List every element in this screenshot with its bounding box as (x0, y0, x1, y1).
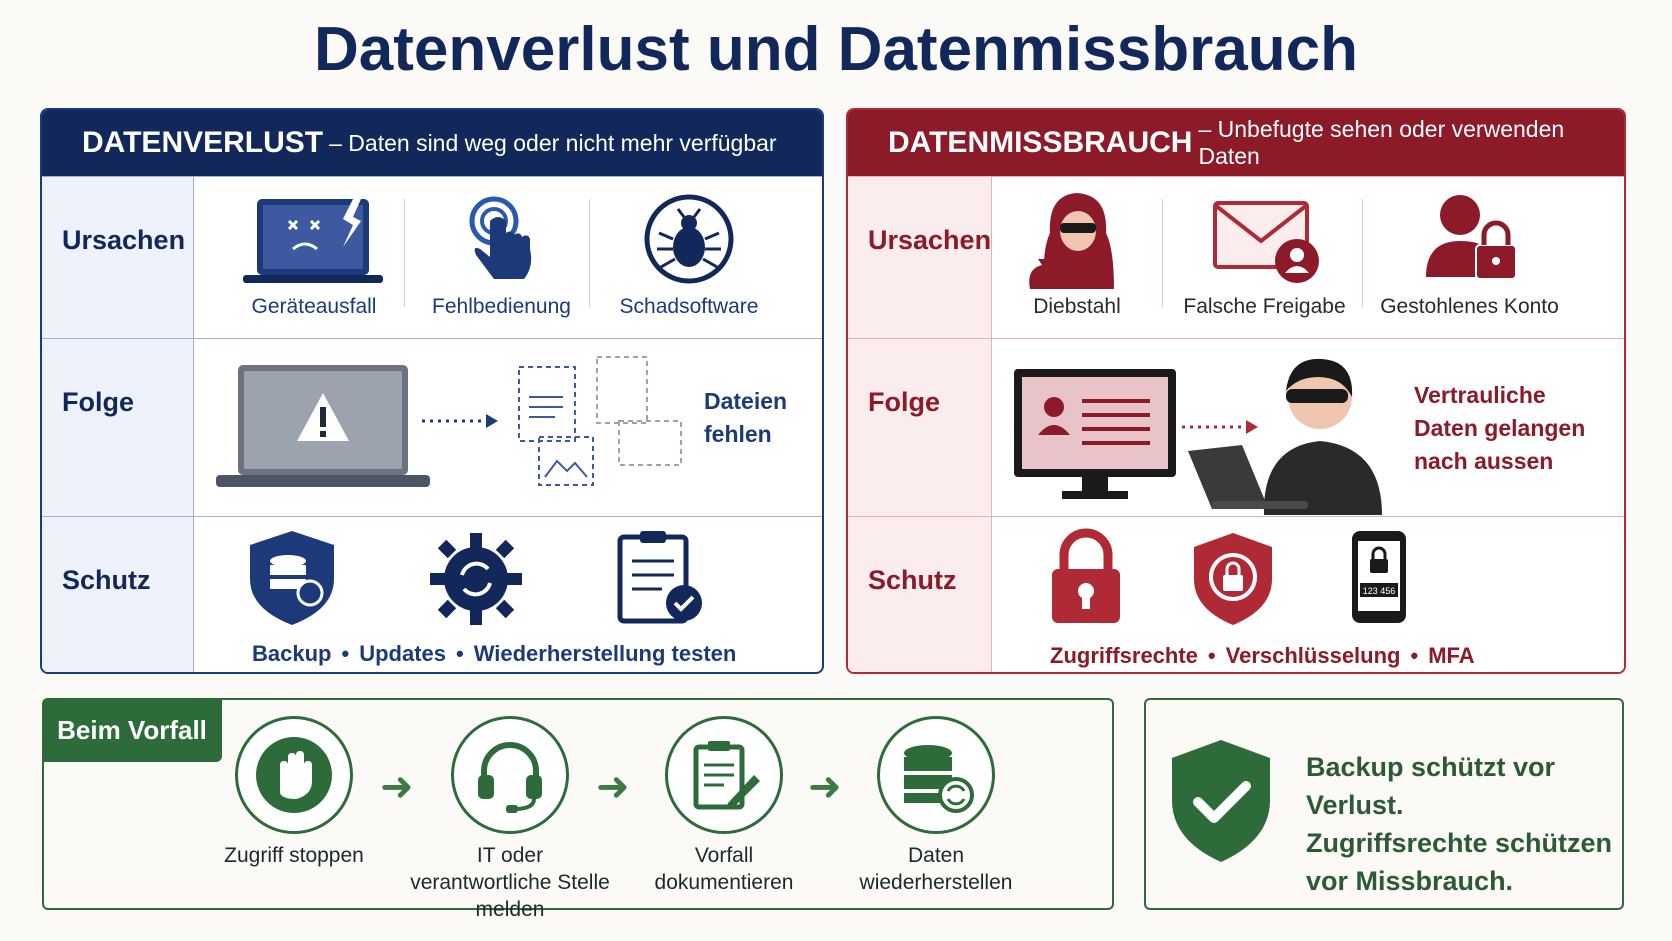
checklist-icon (617, 531, 702, 624)
touch-hand-icon (469, 196, 531, 279)
step-label: Daten (907, 844, 965, 867)
datenverlust-folge-row: Folge (42, 338, 822, 516)
headset-icon (478, 742, 542, 813)
folge-description: Vertrauliche Daten gelangen nach aussen (1414, 382, 1586, 474)
row-label-schutz: Schutz (848, 517, 992, 672)
cause-malware: Schadsoftware (599, 177, 779, 338)
folge-description: Dateien fehlen (704, 388, 788, 447)
datenmissbrauch-schutz-row: Schutz 123 456 (848, 516, 1624, 672)
cause-label: Schadsoftware (619, 295, 759, 318)
schutz-measures: Backup•Updates•Wiederherstellung testen (252, 641, 737, 666)
user-lock-icon (1425, 195, 1517, 280)
datenverlust-panel: DATENVERLUST – Daten sind weg oder nicht… (40, 108, 824, 674)
datenmissbrauch-folge-row: Folge (848, 338, 1624, 516)
thief-icon (1029, 193, 1114, 289)
arrow-right-icon: ➜ (596, 765, 630, 809)
cause-stolen-account: Gestohlenes Konto (1367, 177, 1572, 338)
bug-icon (644, 194, 734, 284)
dotted-arrow-icon (1182, 420, 1258, 434)
schutz-measures: Zugriffsrechte•Verschlüsselung•MFA (1050, 643, 1475, 668)
step-label: IT oder (476, 844, 544, 867)
summary-text: Backup schützt vor Verlust. Zugriffsrech… (1306, 752, 1613, 896)
warning-laptop-icon (216, 365, 430, 487)
row-label-schutz: Schutz (42, 517, 194, 672)
dotted-arrow-icon (422, 414, 498, 428)
cause-device-failure: Geräteausfall (224, 177, 404, 338)
step-label: verantwortliche Stelle melden (410, 871, 610, 921)
datenverlust-subheading: – Daten sind weg oder nicht mehr verfügb… (329, 129, 777, 156)
cause-misuse: Fehlbedienung (414, 177, 589, 338)
row-label-folge: Folge (848, 339, 992, 516)
row-label-folge: Folge (42, 339, 194, 516)
encryption-shield-icon (1194, 533, 1272, 625)
mfa-code: 123 456 (1363, 586, 1396, 596)
step-report: IT oder verantwortliche Stelle melden (390, 716, 630, 923)
update-gear-icon (430, 533, 522, 625)
datenverlust-ursachen-row: Ursachen Geräteausfall (42, 176, 822, 338)
database-restore-icon (904, 745, 974, 813)
datenmissbrauch-heading: DATENMISSBRAUCH (888, 126, 1193, 159)
clipboard-pen-icon (693, 741, 760, 810)
missing-files-icon (518, 356, 682, 486)
cause-label: Fehlbedienung (432, 295, 571, 318)
cause-label: Diebstahl (1033, 295, 1121, 318)
datenmissbrauch-subheading: – Unbefugte sehen oder verwenden Daten (1198, 116, 1565, 169)
vorfall-tag: Beim Vorfall (42, 698, 222, 762)
mfa-phone-icon: 123 456 (1352, 531, 1406, 623)
summary-panel: Backup schützt vor Verlust. Zugriffsrech… (1144, 698, 1624, 910)
hacker-laptop-icon (1188, 358, 1382, 515)
mail-user-icon (1212, 201, 1319, 283)
page-title: Datenverlust und Datenmissbrauch (314, 15, 1358, 84)
row-label-ursachen: Ursachen (42, 177, 194, 338)
check-shield-icon (1172, 740, 1270, 862)
broken-laptop-icon (243, 199, 383, 283)
vorfall-panel: Beim Vorfall Zugriff stoppen ➜ IT oder v… (42, 698, 1114, 921)
step-label: Zugriff stoppen (224, 844, 364, 867)
datenverlust-header: DATENVERLUST – Daten sind weg oder nicht… (42, 110, 822, 176)
step-label: wiederherstellen (859, 871, 1013, 894)
cause-wrong-share: Falsche Freigabe (1167, 177, 1362, 338)
arrow-right-icon: ➜ (808, 765, 842, 809)
step-label: Vorfall (694, 844, 754, 867)
row-label-ursachen: Ursachen (848, 177, 992, 338)
datenmissbrauch-ursachen-row: Ursachen Diebstahl (848, 176, 1624, 338)
step-document: Vorfall dokumentieren (604, 716, 844, 896)
datenverlust-schutz-row: Schutz (42, 516, 822, 672)
monitor-data-icon (1014, 369, 1176, 499)
lock-icon (1052, 528, 1120, 623)
backup-shield-icon (250, 531, 334, 625)
datenverlust-heading: DATENVERLUST (82, 126, 324, 159)
stop-hand-icon (256, 737, 332, 813)
cause-label: Geräteausfall (251, 295, 377, 318)
datenmissbrauch-header: DATENMISSBRAUCH – Unbefugte sehen oder v… (848, 110, 1624, 176)
cause-theft: Diebstahl (992, 177, 1162, 338)
datenmissbrauch-panel: DATENMISSBRAUCH – Unbefugte sehen oder v… (846, 108, 1626, 674)
cause-label: Falsche Freigabe (1183, 295, 1346, 318)
cause-label: Gestohlenes Konto (1380, 295, 1559, 318)
step-stop-access: Zugriff stoppen (174, 716, 414, 869)
step-label: dokumentieren (654, 871, 794, 894)
step-restore: Daten wiederherstellen (816, 716, 1056, 896)
arrow-right-icon: ➜ (380, 765, 414, 809)
